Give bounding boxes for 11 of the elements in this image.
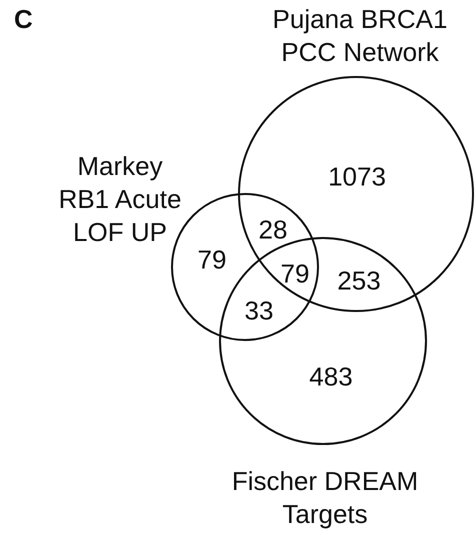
- set-label: Markey RB1 Acute LOF UP: [58, 150, 182, 249]
- region-count: 79: [198, 244, 226, 276]
- panel-letter: C: [14, 4, 33, 35]
- set-label: Fischer DREAM Targets: [230, 465, 420, 531]
- set-label: Pujana BRCA1 PCC Network: [272, 3, 448, 69]
- region-count: 79: [280, 258, 310, 290]
- region-count: 28: [258, 214, 288, 246]
- region-count: 1073: [328, 162, 386, 192]
- region-count: 483: [309, 362, 353, 392]
- region-count: 33: [244, 296, 274, 326]
- region-count: 253: [337, 266, 381, 296]
